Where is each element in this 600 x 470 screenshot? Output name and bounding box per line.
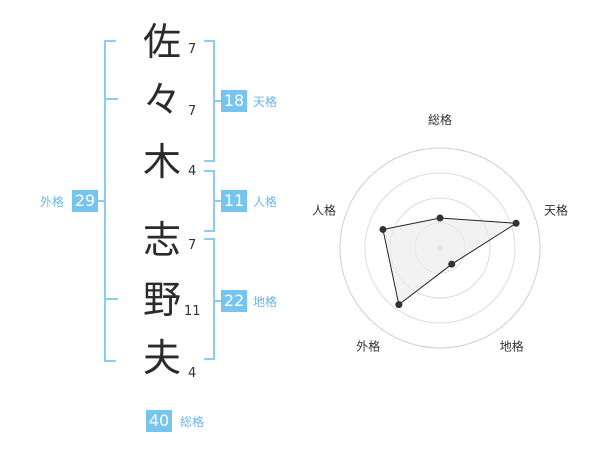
name-char-1: 佐 — [142, 20, 181, 64]
radar-axis-label-3: 地格 — [500, 339, 524, 354]
jinkaku-badge: 11 — [221, 190, 247, 212]
radar-axis-label-5: 人格 — [312, 202, 336, 217]
tenkaku-connector — [213, 100, 221, 102]
tenkaku-label: 天格 — [253, 95, 278, 109]
radar-point-3 — [448, 260, 456, 268]
stroke-count-4: 7 — [188, 238, 197, 253]
radar-ring — [339, 147, 541, 349]
name-char-5: 野 — [142, 278, 181, 322]
gaikaku-badge: 29 — [72, 190, 98, 212]
radar-axis-label-4: 外格 — [356, 339, 380, 354]
gaikaku-connector — [98, 200, 106, 202]
gaikaku-label: 外格 — [40, 195, 65, 209]
radar-polygon — [382, 217, 518, 306]
gaikaku-tick-1 — [106, 98, 118, 100]
radar-point-4 — [395, 301, 403, 309]
tenkaku-badge: 18 — [221, 90, 247, 112]
jinkaku-connector — [213, 200, 221, 202]
radar-ring — [364, 172, 516, 324]
name-char-6: 夫 — [142, 336, 181, 380]
radar-series — [379, 214, 520, 309]
radar-point-1 — [436, 214, 444, 222]
name-char-3: 木 — [142, 140, 181, 184]
chikaku-label: 地格 — [253, 295, 278, 309]
name-char-2: 々 — [142, 78, 181, 122]
radar-point-2 — [512, 219, 520, 227]
stroke-count-1: 7 — [188, 42, 197, 57]
soukaku-badge: 40 — [146, 410, 172, 432]
radar-point-5 — [379, 225, 387, 233]
soukaku-label: 総格 — [180, 415, 205, 429]
jinkaku-label: 人格 — [253, 195, 278, 209]
stroke-count-3: 4 — [188, 164, 197, 179]
radar-axis-label-1: 総格 — [428, 112, 452, 127]
stroke-count-5: 11 — [184, 304, 201, 319]
gaikaku-tick-2 — [106, 298, 118, 300]
chikaku-connector — [213, 300, 221, 302]
stroke-count-2: 7 — [188, 104, 197, 119]
stroke-count-6: 4 — [188, 366, 197, 381]
chikaku-bracket — [204, 238, 215, 360]
name-char-4: 志 — [142, 218, 181, 262]
chikaku-badge: 22 — [221, 290, 247, 312]
radar-axis-label-2: 天格 — [544, 202, 568, 217]
